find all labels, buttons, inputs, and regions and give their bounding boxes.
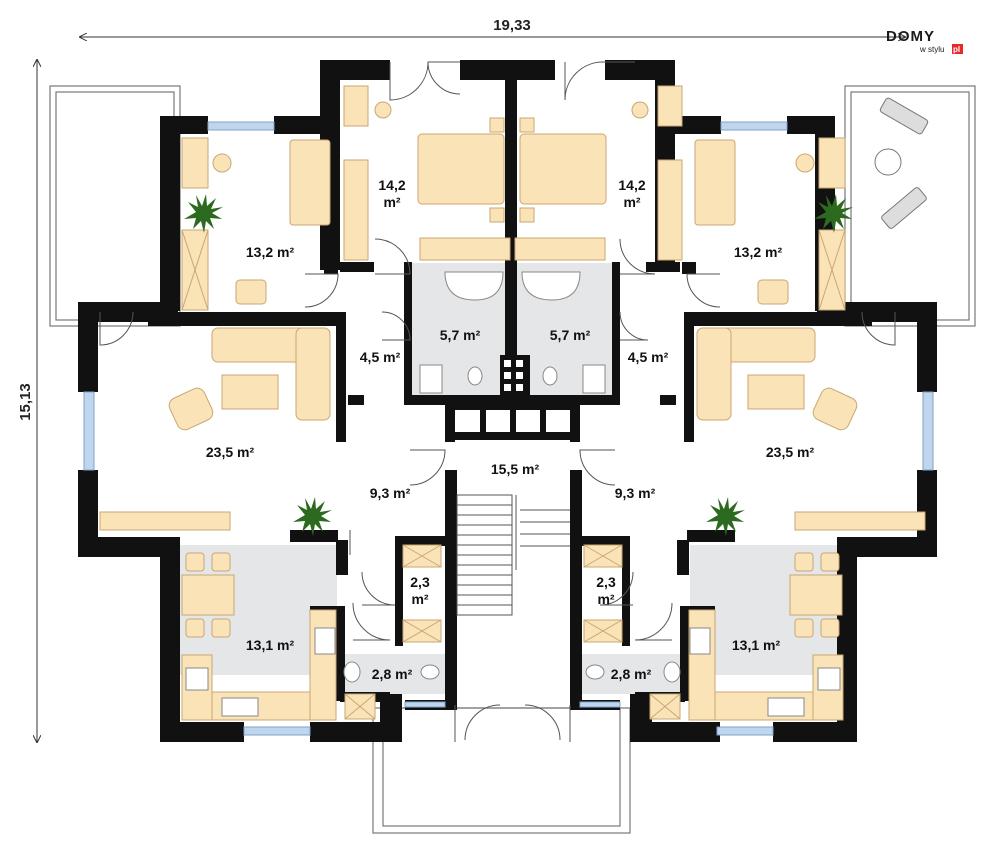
sanitary	[185, 271, 841, 717]
dimension-width-label: 19,33	[493, 17, 531, 34]
area-right-living-room: 23,5 m²	[766, 444, 815, 460]
area-right-wc: 2,8 m²	[611, 666, 652, 682]
area-left-storage-line1: 2,3	[410, 574, 430, 590]
area-left-wc: 2,8 m²	[372, 666, 413, 682]
windows	[83, 121, 934, 736]
double-bed-right	[519, 133, 607, 205]
area-right-bedroom: 13,2 m²	[734, 244, 783, 260]
area-right-master-bedroom-line2: m²	[623, 194, 640, 210]
area-right-storage-line1: 2,3	[596, 574, 616, 590]
dimension-width: 19,33	[80, 17, 905, 37]
staircase	[456, 494, 570, 616]
area-left-storage-line2: m²	[411, 591, 428, 607]
domy-logo: DOMY w stylu pl	[886, 28, 963, 54]
area-right-storage-line2: m²	[597, 591, 614, 607]
area-left-bedroom: 13,2 m²	[246, 244, 295, 260]
plant-icon	[293, 497, 332, 536]
area-right-bathroom: 5,7 m²	[550, 327, 591, 343]
bathtub-right	[521, 271, 581, 301]
area-left-master-bedroom-line2: m²	[383, 194, 400, 210]
area-right-kitchen: 13,1 m²	[732, 637, 781, 653]
grid-cells	[504, 360, 523, 391]
doors	[99, 61, 896, 742]
dimension-height: 15,13	[17, 60, 37, 742]
area-left-small-hall: 4,5 m²	[360, 349, 401, 365]
bathtub-left	[444, 271, 504, 301]
area-left-master-bedroom-line1: 14,2	[378, 177, 405, 193]
plant-icon	[814, 194, 853, 233]
area-left-kitchen: 13,1 m²	[246, 637, 295, 653]
logo-suffix: pl	[953, 45, 960, 54]
plant-icon	[184, 194, 223, 233]
area-left-living-room: 23,5 m²	[206, 444, 255, 460]
logo-brand: DOMY	[886, 28, 935, 45]
area-right-master-bedroom-line1: 14,2	[618, 177, 645, 193]
room-area-labels: 14,2 m² 14,2 m² 13,2 m² 13,2 m² 5,7 m² 5…	[206, 177, 815, 682]
area-right-hall: 9,3 m²	[615, 485, 656, 501]
sun-loungers	[874, 97, 929, 229]
area-left-hall: 9,3 m²	[370, 485, 411, 501]
terraces	[49, 85, 976, 834]
plants	[184, 194, 853, 536]
double-bed-left	[417, 133, 505, 205]
single-bed-right	[694, 139, 736, 226]
area-left-bathroom: 5,7 m²	[440, 327, 481, 343]
plant-icon	[706, 497, 745, 536]
closet-crosses	[181, 229, 846, 720]
logo-tagline: w stylu	[919, 45, 944, 54]
single-bed-left	[289, 139, 331, 226]
area-stair-hall: 15,5 m²	[491, 461, 540, 477]
area-right-small-hall: 4,5 m²	[628, 349, 669, 365]
dimension-height-label: 15,13	[17, 383, 34, 421]
